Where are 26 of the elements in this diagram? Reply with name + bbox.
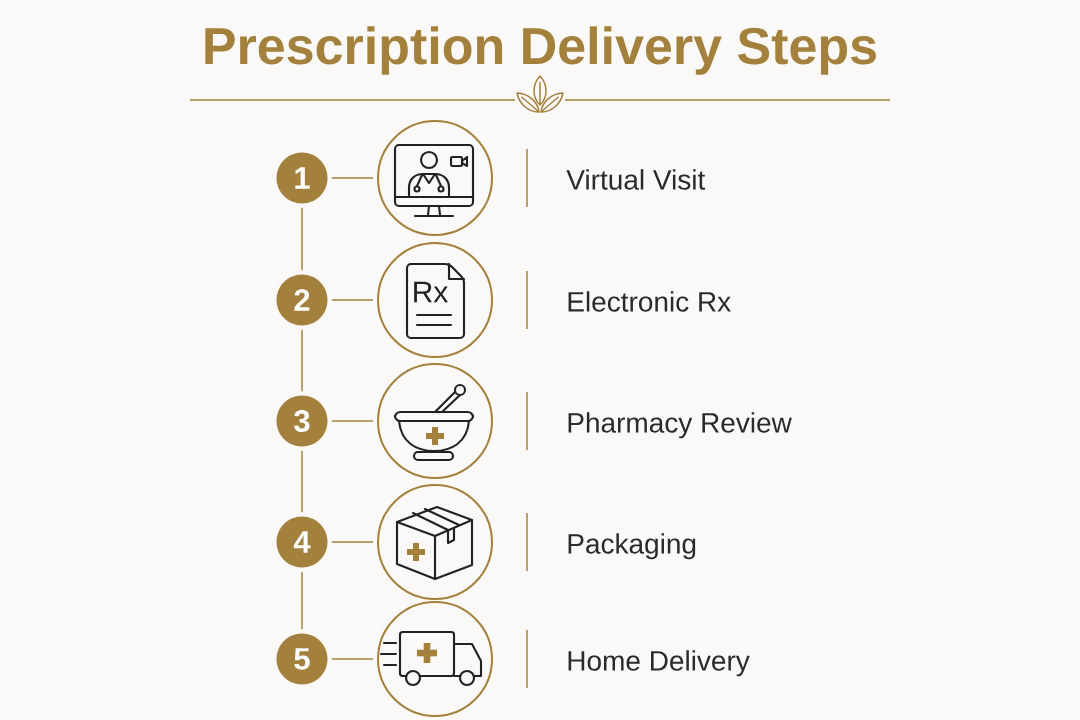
connector-line [301,450,303,513]
step-label: Home Delivery [568,650,750,677]
connector-line [331,658,374,660]
icon-circle [377,242,493,358]
step-number: 5 [276,633,328,685]
step-label: Pharmacy Review [568,412,792,439]
step-label: Packaging [568,533,696,560]
connector-line [331,177,374,179]
connector-line [301,571,303,630]
connector-line [331,299,374,301]
step-number: 3 [276,395,328,447]
icon-circle [377,601,493,717]
connector-line [331,541,374,543]
step-label: Electronic Rx [568,291,731,312]
icon-circle [377,363,493,479]
step-label: Virtual Visit [566,169,706,190]
step-number: 1 [276,152,328,204]
icon-circle [377,484,493,600]
connector-line [301,207,303,271]
connector-line [301,329,303,392]
rx-symbol: Rx [414,281,448,303]
connector-line [331,420,374,422]
step-number: 4 [276,516,328,568]
title: Prescription Delivery Steps [205,26,876,75]
icon-circle [377,120,493,236]
step-number: 2 [276,274,328,326]
